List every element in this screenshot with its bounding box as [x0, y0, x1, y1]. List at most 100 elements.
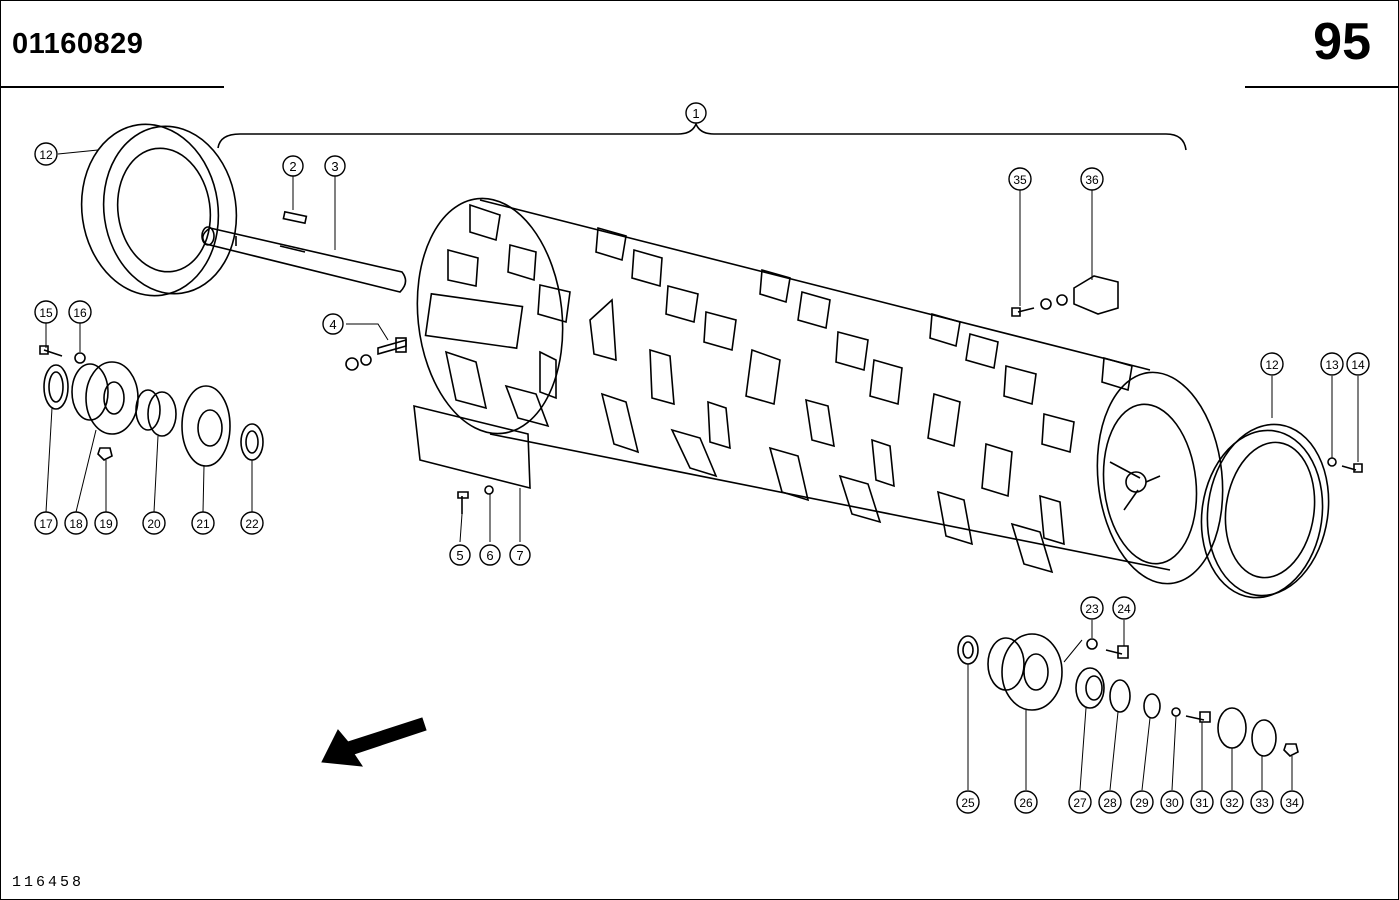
part-number: 01160829	[12, 28, 144, 60]
header-rule-right	[1245, 86, 1399, 88]
bolt-35	[1011, 307, 1035, 317]
seal-22	[240, 423, 264, 461]
callout-19: 19	[94, 511, 118, 535]
washer-30	[1171, 707, 1181, 717]
washer-13	[1327, 457, 1337, 467]
svg-text:29: 29	[1135, 796, 1149, 810]
callout-24: 24	[1112, 596, 1136, 620]
callout-25: 25	[956, 790, 980, 814]
svg-text:21: 21	[196, 517, 210, 531]
callout-7: 7	[509, 544, 531, 566]
bolt-5	[457, 491, 469, 514]
callout-3: 3	[324, 155, 346, 177]
svg-text:24: 24	[1117, 602, 1131, 616]
washer-16	[74, 352, 86, 364]
svg-text:1: 1	[692, 106, 699, 121]
bolt-14	[1341, 463, 1363, 473]
shaft	[201, 210, 407, 293]
bolt-31	[1185, 711, 1211, 723]
callout-12-right: 12	[1260, 352, 1284, 376]
flange-21	[181, 385, 231, 467]
callout-26: 26	[1014, 790, 1038, 814]
bolt-assembly-4	[345, 337, 407, 371]
bolt-24	[1105, 645, 1129, 659]
callout-2: 2	[282, 155, 304, 177]
page-number: 95	[1313, 13, 1371, 71]
drawing-number: 116458	[12, 874, 85, 891]
left-ring	[80, 123, 238, 297]
left-bearing-parts	[39, 345, 264, 467]
arrow-down-left-icon	[321, 717, 427, 767]
svg-text:6: 6	[486, 548, 493, 563]
svg-text:25: 25	[961, 796, 975, 810]
callout-22: 22	[240, 511, 264, 535]
svg-text:28: 28	[1103, 796, 1117, 810]
svg-text:31: 31	[1195, 796, 1209, 810]
washer-35	[1040, 298, 1052, 310]
svg-text:20: 20	[147, 517, 161, 531]
svg-text:30: 30	[1165, 796, 1179, 810]
callout-21: 21	[191, 511, 215, 535]
callouts: 1 2 3 4 5 6 7 12 12 13 14 15 16 17 18 19…	[34, 102, 1370, 814]
callout-1: 1	[685, 102, 707, 124]
callout-28: 28	[1098, 790, 1122, 814]
washer-23	[1086, 638, 1098, 650]
right-ring	[1200, 423, 1330, 599]
circlip-33	[1251, 719, 1277, 757]
bolt-15	[39, 345, 63, 357]
svg-text:4: 4	[329, 317, 336, 332]
leader-lines	[45, 116, 1359, 791]
svg-text:14: 14	[1351, 358, 1365, 372]
svg-text:18: 18	[69, 517, 83, 531]
callout-13: 13	[1320, 352, 1344, 376]
bracket-36	[1073, 275, 1119, 315]
washer-6	[484, 485, 494, 495]
svg-text:26: 26	[1019, 796, 1033, 810]
bearing-20	[147, 391, 177, 437]
svg-text:35: 35	[1013, 173, 1027, 187]
bearing-27	[1075, 667, 1105, 709]
callout-4: 4	[322, 313, 344, 335]
seal-17-inner	[48, 371, 64, 403]
seal-29	[1143, 693, 1161, 719]
callout-31: 31	[1190, 790, 1214, 814]
callout-33: 33	[1250, 790, 1274, 814]
svg-text:13: 13	[1325, 358, 1339, 372]
nut-34	[1283, 743, 1299, 757]
callout-36: 36	[1080, 167, 1104, 191]
callout-35: 35	[1008, 167, 1032, 191]
housing-18	[85, 361, 139, 435]
callout-15: 15	[34, 300, 58, 324]
svg-text:15: 15	[39, 306, 53, 320]
callout-27: 27	[1068, 790, 1092, 814]
cover-32	[1217, 707, 1247, 749]
callout-34: 34	[1280, 790, 1304, 814]
assembly-brace	[217, 121, 1187, 151]
callout-29: 29	[1130, 790, 1154, 814]
seal-25	[957, 635, 979, 665]
svg-text:32: 32	[1225, 796, 1239, 810]
callout-32: 32	[1220, 790, 1244, 814]
svg-text:12: 12	[39, 148, 53, 162]
svg-text:23: 23	[1085, 602, 1099, 616]
right-bearing-parts	[957, 633, 1299, 757]
callout-23: 23	[1080, 596, 1104, 620]
svg-text:5: 5	[456, 548, 463, 563]
svg-text:17: 17	[39, 517, 53, 531]
svg-text:3: 3	[331, 159, 338, 174]
nut-19	[97, 447, 113, 461]
callout-16: 16	[68, 300, 92, 324]
callout-20: 20	[142, 511, 166, 535]
housing-26	[1001, 633, 1063, 711]
seal-17	[43, 364, 69, 410]
callout-18: 18	[64, 511, 88, 535]
header-rule-left	[0, 86, 224, 88]
svg-text:12: 12	[1265, 358, 1279, 372]
callout-6: 6	[479, 544, 501, 566]
rotor-teeth	[444, 203, 1133, 574]
svg-text:36: 36	[1085, 173, 1099, 187]
svg-text:27: 27	[1073, 796, 1087, 810]
cover-plate	[413, 404, 531, 490]
callout-17: 17	[34, 511, 58, 535]
